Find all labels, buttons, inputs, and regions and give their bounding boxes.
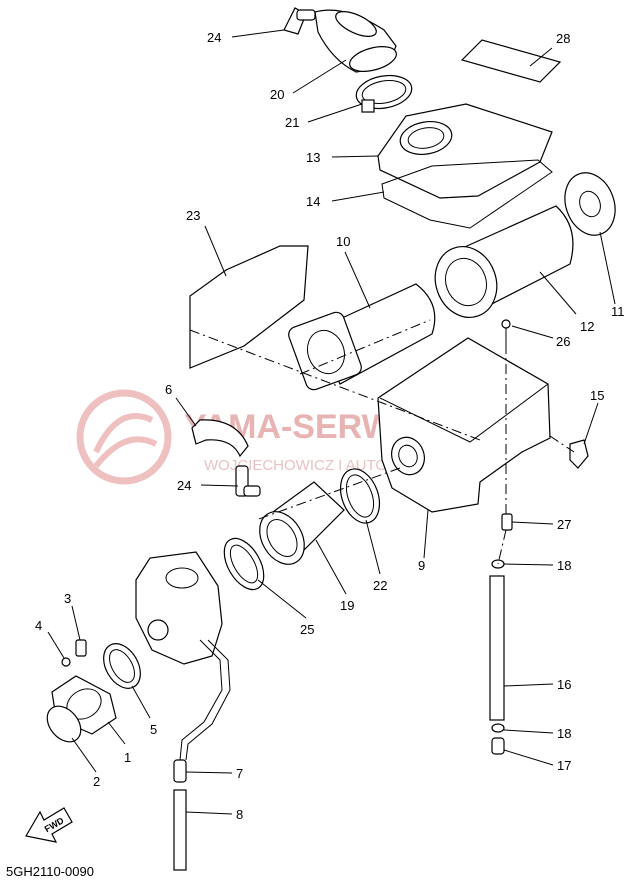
callout-27: 27 <box>557 517 571 532</box>
callout-24-lower: 24 <box>177 478 191 493</box>
clip-15 <box>569 439 589 469</box>
callout-11: 11 <box>611 304 625 319</box>
callout-17: 17 <box>557 758 571 773</box>
callout-14: 14 <box>306 194 320 209</box>
callout-28: 28 <box>556 31 570 46</box>
bolt-3 <box>75 639 87 657</box>
clip-18-lower <box>491 723 505 733</box>
cover-11 <box>564 172 616 236</box>
callout-1: 1 <box>124 750 131 765</box>
callout-13: 13 <box>306 150 320 165</box>
callout-18: 18 <box>557 558 571 573</box>
element-12 <box>434 205 574 318</box>
hose-8 <box>173 789 187 871</box>
joint-20 <box>314 9 397 73</box>
bolt-26 <box>501 319 511 344</box>
fwd-arrow-icon: FWD <box>25 807 73 843</box>
callout-26: 26 <box>556 334 570 349</box>
callout-25: 25 <box>300 622 314 637</box>
callout-20: 20 <box>270 87 284 102</box>
callout-24: 24 <box>207 30 221 45</box>
callout-9: 9 <box>418 558 425 573</box>
clamp-5 <box>103 643 141 689</box>
label-28 <box>460 39 562 83</box>
guard-23 <box>189 245 309 369</box>
hose-elbow-lower <box>235 465 261 497</box>
gasket-14 <box>381 159 553 229</box>
washer-4 <box>61 657 71 667</box>
carburetor <box>135 551 231 761</box>
o-ring-2 <box>46 705 82 743</box>
hose-6 <box>191 419 249 458</box>
callout-7: 7 <box>236 766 243 781</box>
clamp-21 <box>355 74 413 113</box>
joint-19 <box>259 481 345 565</box>
callout-22: 22 <box>373 578 387 593</box>
leader-lines <box>47 29 616 815</box>
screw-27 <box>501 513 513 531</box>
callout-8: 8 <box>236 807 243 822</box>
callout-4: 4 <box>35 618 42 633</box>
callout-5: 5 <box>150 722 157 737</box>
callout-15: 15 <box>590 388 604 403</box>
case-cap-13 <box>377 103 553 199</box>
callout-19: 19 <box>340 598 354 613</box>
callout-6: 6 <box>165 382 172 397</box>
callout-12: 12 <box>580 319 594 334</box>
air-filter-case-9 <box>377 337 551 513</box>
plug-7 <box>173 759 187 783</box>
callout-10: 10 <box>336 234 350 249</box>
callout-21: 21 <box>285 115 299 130</box>
hose-elbow-top <box>283 7 316 35</box>
clamp-22 <box>339 468 381 524</box>
callout-3: 3 <box>64 591 71 606</box>
plug-17 <box>491 737 505 755</box>
callout-2: 2 <box>93 774 100 789</box>
callout-16: 16 <box>557 677 571 692</box>
callouts: 24 20 21 13 14 28 11 12 10 23 26 15 6 24… <box>35 30 625 822</box>
callout-18-lower: 18 <box>557 726 571 741</box>
diagram-code: 5GH2110-0090 <box>6 864 94 879</box>
element-10 <box>288 283 436 391</box>
callout-23: 23 <box>186 208 200 223</box>
clamp-25 <box>223 537 265 591</box>
hose-16 <box>489 575 505 721</box>
alignment-lines <box>189 319 575 565</box>
